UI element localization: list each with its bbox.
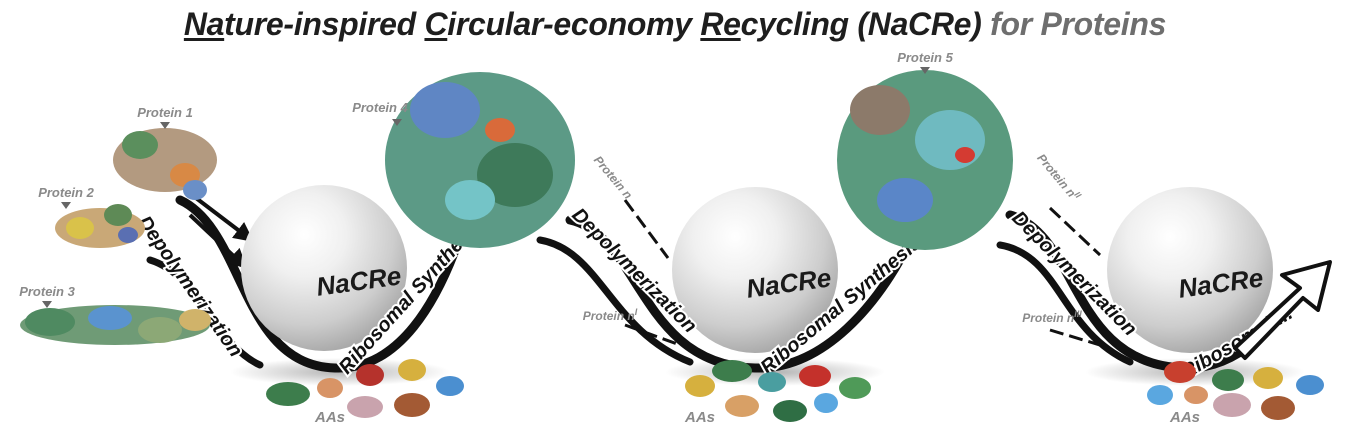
protein-label: Protein 4 bbox=[352, 100, 408, 115]
protein-3-blob bbox=[20, 305, 211, 345]
protein-label-text: Protein n bbox=[591, 153, 635, 202]
feed-arrow-dashed bbox=[1048, 206, 1102, 257]
nacre-sphere bbox=[672, 187, 838, 353]
title-part: C bbox=[424, 6, 448, 42]
protein-label: Protein 2 bbox=[38, 185, 94, 200]
protein-label: Protein 5 bbox=[897, 50, 953, 65]
pointer-icon bbox=[61, 202, 71, 209]
panel-1: NaCRe Depolymerization Ribosomal Synthes… bbox=[19, 72, 575, 426]
title-part: Re bbox=[700, 6, 741, 42]
pointer-icon bbox=[42, 301, 52, 308]
amino-acids-label: AAs bbox=[1169, 409, 1200, 426]
feed-arrow-dashed bbox=[624, 323, 681, 347]
title-suffix: for Proteins bbox=[981, 6, 1167, 42]
title-part: cycling (NaCRe) bbox=[740, 6, 982, 42]
amino-acid-cluster bbox=[1147, 361, 1324, 420]
protein-label-text: Protein n bbox=[1034, 151, 1078, 200]
protein-5-blob bbox=[837, 70, 1013, 250]
protein-label-sup: III bbox=[1074, 309, 1082, 319]
nacre-sphere bbox=[241, 185, 407, 351]
amino-acids-label: AAs bbox=[314, 409, 345, 426]
feed-arrow-dashed bbox=[623, 199, 670, 259]
depoly-feed-arrow bbox=[536, 236, 694, 366]
pointer-icon bbox=[392, 119, 402, 126]
protein-2-blob bbox=[55, 204, 145, 248]
feed-arrow-dashed bbox=[1049, 328, 1111, 350]
title-part: ircular-economy bbox=[447, 6, 701, 42]
protein-label-sup: I bbox=[635, 307, 638, 317]
amino-acid-cluster bbox=[685, 360, 871, 422]
feed-arrow bbox=[188, 213, 248, 269]
protein-label-text: Protein n bbox=[1022, 311, 1074, 325]
depoly-feed-arrow bbox=[146, 256, 264, 369]
protein-label: Protein nI bbox=[583, 307, 638, 323]
protein-label-text: Protein n bbox=[583, 309, 635, 323]
protein-4-blob bbox=[385, 72, 575, 248]
recycle-arrow-track bbox=[565, 215, 925, 373]
protein-label: Protein 1 bbox=[137, 105, 193, 120]
pointer-icon bbox=[160, 122, 170, 129]
amino-acid-cluster bbox=[266, 359, 464, 418]
protein-label-sup: II bbox=[1072, 190, 1083, 201]
title-part: Na bbox=[183, 6, 225, 42]
feed-arrow bbox=[194, 196, 254, 243]
continuation-arrow-icon bbox=[1233, 260, 1332, 360]
panel-3: NaCRe Depolymerization Ribosomal ... Pro… bbox=[996, 150, 1332, 426]
panel-2: NaCRe Depolymerization Ribosomal Synthes… bbox=[536, 50, 1013, 426]
protein-label: Protein nIII bbox=[1022, 309, 1082, 325]
diagram-title: Nature-inspired Circular-economy Recycli… bbox=[0, 6, 1350, 43]
protein-label: Protein 3 bbox=[19, 284, 75, 299]
pointer-icon bbox=[920, 67, 930, 74]
title-part: ture-inspired bbox=[224, 6, 425, 42]
protein-1-blob bbox=[113, 128, 217, 200]
protein-label: Protein nII bbox=[1034, 150, 1083, 204]
protein-label: Protein n bbox=[591, 153, 635, 202]
amino-acids-label: AAs bbox=[684, 409, 715, 426]
nacre-sphere bbox=[1107, 187, 1273, 353]
